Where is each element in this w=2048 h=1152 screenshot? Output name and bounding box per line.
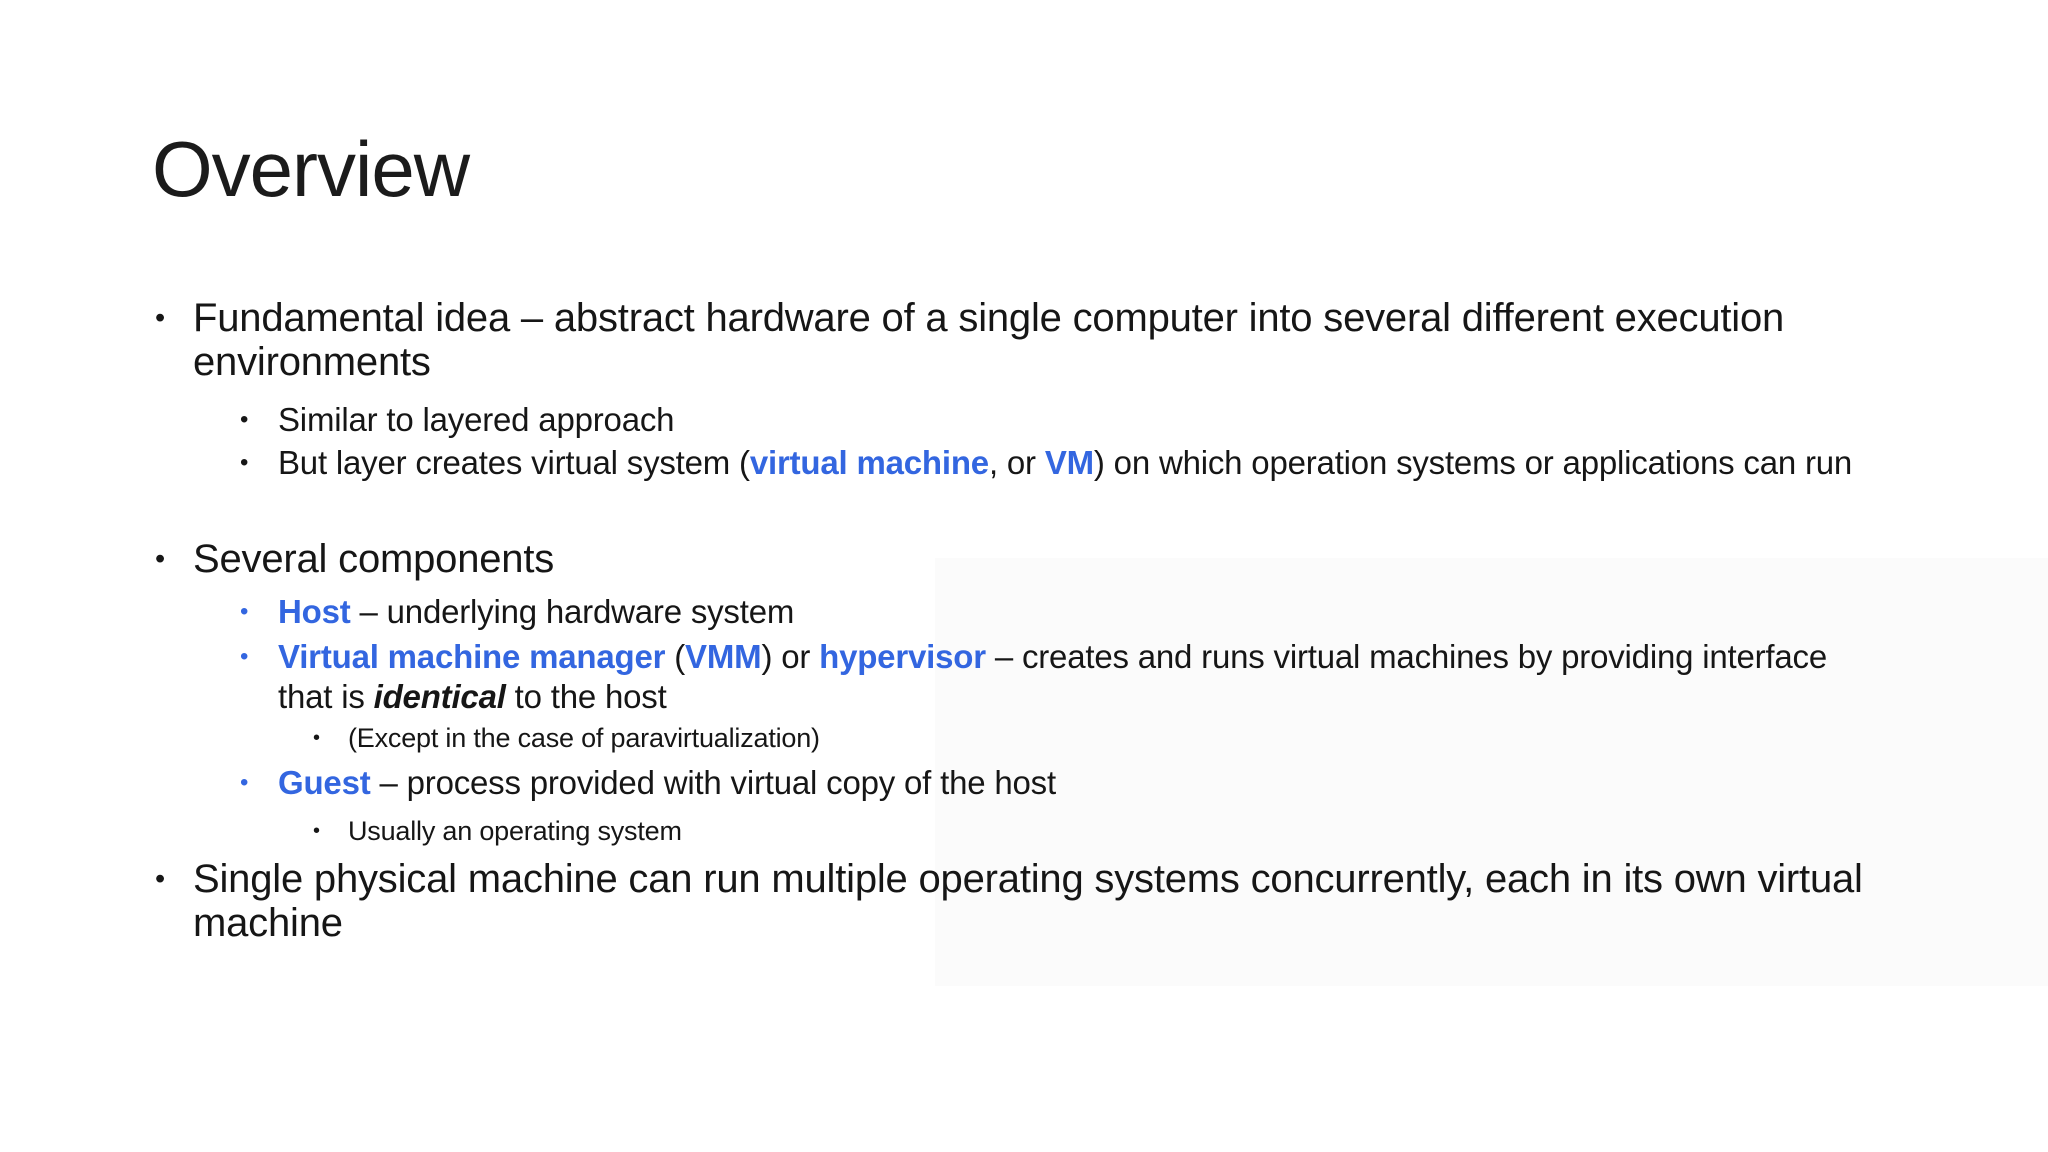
- slide-title: Overview: [152, 125, 470, 213]
- term-guest: Guest: [278, 764, 371, 801]
- text-segment: to the host: [505, 678, 667, 715]
- term-virtual-machine: virtual machine: [749, 444, 989, 481]
- text-segment: ) on which operation systems or applicat…: [1093, 444, 1853, 481]
- bullet-text: Single physical machine can run multiple…: [193, 857, 1863, 945]
- bullet-item-guest: • Guest – process provided with virtual …: [240, 763, 1056, 803]
- bullet-icon: •: [240, 598, 249, 625]
- bullet-text: Usually an operating system: [348, 816, 682, 846]
- term-vm: VM: [1044, 444, 1094, 481]
- bullet-item-similar-layered: • Similar to layered approach: [240, 400, 675, 440]
- bullet-item-fundamental-idea: • Fundamental idea – abstract hardware o…: [155, 296, 1963, 384]
- bullet-item-except-paravirtualization: • (Except in the case of paravirtualizat…: [313, 721, 820, 755]
- text-segment: But layer creates virtual system (: [278, 444, 750, 481]
- bullet-icon: •: [240, 449, 249, 476]
- bullet-icon: •: [240, 643, 249, 670]
- bullet-icon: •: [155, 863, 166, 895]
- background-tint: [935, 558, 2048, 986]
- bullet-text: Host – underlying hardware system: [278, 592, 794, 632]
- term-vmm: VMM: [685, 638, 762, 675]
- bullet-text: Fundamental idea – abstract hardware of …: [193, 296, 1785, 384]
- bullet-item-several-components: • Several components: [155, 537, 554, 581]
- bullet-item-host: • Host – underlying hardware system: [240, 592, 794, 632]
- term-hypervisor: hypervisor: [819, 638, 986, 675]
- emphasis-identical: identical: [373, 678, 506, 715]
- bullet-item-vmm: • Virtual machine manager (VMM) or hyper…: [240, 637, 1848, 717]
- bullet-text: Guest – process provided with virtual co…: [278, 763, 1056, 803]
- text-segment: – process provided with virtual copy of …: [370, 764, 1056, 801]
- text-segment: ) or: [761, 638, 820, 675]
- bullet-icon: •: [155, 543, 166, 575]
- bullet-item-usually-os: • Usually an operating system: [313, 814, 682, 848]
- text-segment: – creates and runs virtual machines by p…: [278, 638, 1827, 715]
- text-segment: , or: [988, 444, 1045, 481]
- term-host: Host: [278, 593, 351, 630]
- bullet-text: But layer creates virtual system (virtua…: [278, 443, 1858, 483]
- bullet-icon: •: [240, 406, 249, 433]
- bullet-item-but-layer: • But layer creates virtual system (virt…: [240, 443, 1858, 483]
- bullet-text: Several components: [193, 537, 555, 581]
- bullet-icon: •: [313, 820, 321, 842]
- bullet-text: Similar to layered approach: [278, 401, 675, 438]
- bullet-text: (Except in the case of paravirtualizatio…: [348, 723, 820, 753]
- text-segment: (: [665, 638, 686, 675]
- bullet-text: Virtual machine manager (VMM) or hypervi…: [278, 637, 1848, 717]
- bullet-icon: •: [313, 727, 321, 749]
- bullet-item-single-machine: • Single physical machine can run multip…: [155, 857, 1893, 945]
- bullet-icon: •: [155, 302, 166, 334]
- bullet-icon: •: [240, 769, 249, 796]
- term-virtual-machine-manager: Virtual machine manager: [278, 638, 666, 675]
- text-segment: – underlying hardware system: [350, 593, 795, 630]
